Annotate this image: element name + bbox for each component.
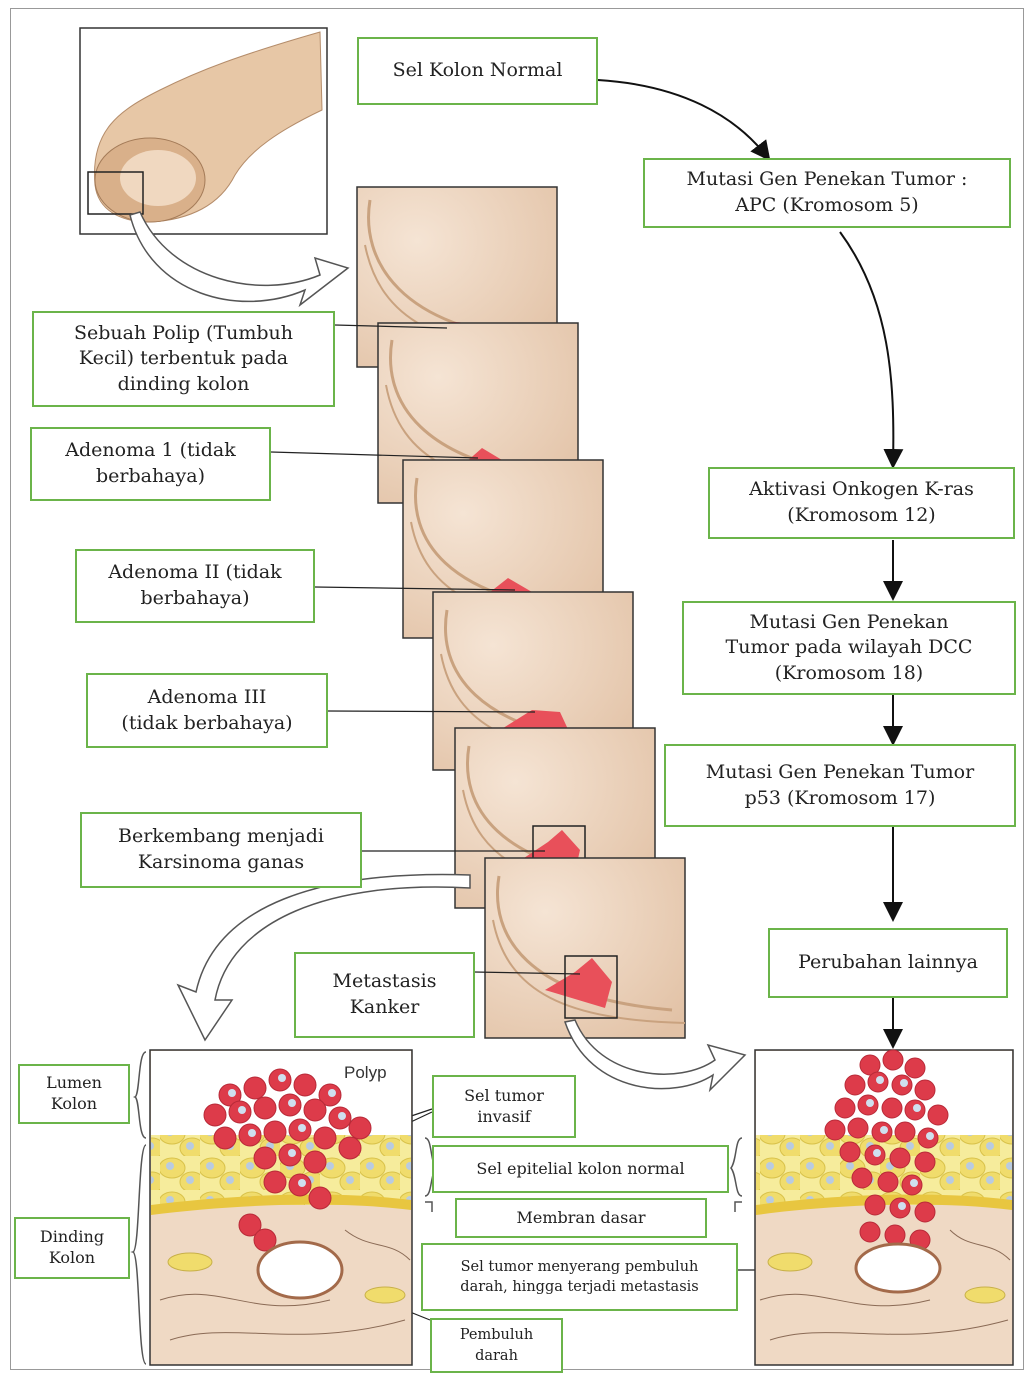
invasive-cell-box: Sel tumor invasif [432,1075,576,1138]
polyp-detail-right [755,1050,1013,1365]
adenoma-1-box: Adenoma 1 (tidak berbahaya) [30,427,271,501]
polyp-label: Polyp [344,1063,387,1083]
normal-colon-cell-box: Sel Kolon Normal [357,37,598,105]
apc-mutation-box: Mutasi Gen Penekan Tumor : APC (Kromosom… [643,158,1011,228]
stage-image-6 [485,858,685,1038]
vessel-invasion-box: Sel tumor menyerang pembuluh darah, hing… [421,1243,738,1311]
lumen-label-box: Lumen Kolon [18,1064,130,1124]
polyp-stage-box: Sebuah Polip (Tumbuh Kecil) terbentuk pa… [32,311,335,407]
p53-mutation-box: Mutasi Gen Penekan Tumor p53 (Kromosom 1… [664,744,1016,827]
other-changes-box: Perubahan lainnya [768,928,1008,998]
carcinoma-box: Berkembang menjadi Karsinoma ganas [80,812,362,888]
dcc-mutation-box: Mutasi Gen Penekan Tumor pada wilayah DC… [682,601,1016,695]
normal-epithelial-box: Sel epitelial kolon normal [432,1145,729,1193]
metastasis-box: Metastasis Kanker [294,952,475,1038]
kras-activation-box: Aktivasi Onkogen K-ras (Kromosom 12) [708,467,1015,539]
basement-membrane-box: Membran dasar [455,1198,707,1238]
colon-wall-label-box: Dinding Kolon [14,1217,130,1279]
polyp-detail-left [150,1050,412,1365]
blood-vessel-box: Pembuluh darah [430,1318,563,1373]
colon-overview-image [80,28,327,234]
adenoma-3-box: Adenoma III (tidak berbahaya) [86,673,328,748]
adenoma-2-box: Adenoma II (tidak berbahaya) [75,549,315,623]
